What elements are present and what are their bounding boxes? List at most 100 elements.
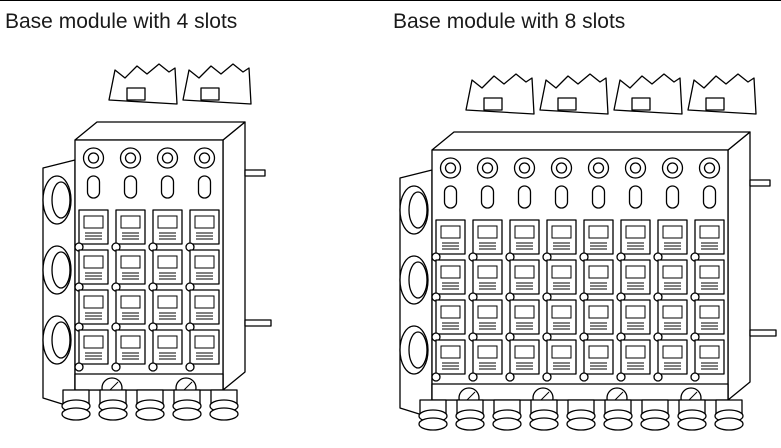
slot-window <box>514 225 535 239</box>
slot-window <box>440 225 461 239</box>
slot-window <box>194 295 215 309</box>
slot-screw <box>579 372 589 382</box>
slot-window <box>120 215 141 229</box>
slot-window <box>588 345 609 359</box>
slot-screw <box>653 372 663 382</box>
slot-window <box>699 225 720 239</box>
slot-screw <box>148 362 158 372</box>
port-inner <box>51 321 71 359</box>
port-inner <box>408 191 428 229</box>
port-inner <box>408 261 428 299</box>
top-divider-line <box>0 0 781 1</box>
valve-center <box>629 162 642 174</box>
slot-screw <box>690 372 700 382</box>
slot-window <box>194 215 215 229</box>
slot-window <box>83 255 104 269</box>
slot-window <box>699 305 720 319</box>
fitting-ring <box>603 417 633 431</box>
slot-window <box>588 265 609 279</box>
slot-window <box>551 305 572 319</box>
valve-center <box>444 162 457 174</box>
slot-window <box>157 255 178 269</box>
slot-window <box>477 265 498 279</box>
slot-window <box>699 265 720 279</box>
slot-window <box>662 225 683 239</box>
slot-window <box>157 215 178 229</box>
valve-center <box>703 162 716 174</box>
valve-center <box>481 162 494 174</box>
cylinder <box>517 185 532 209</box>
top-clip <box>465 73 535 115</box>
slot-window <box>440 345 461 359</box>
valve-center <box>518 162 531 174</box>
fitting-ring <box>455 417 485 431</box>
slot-window <box>83 295 104 309</box>
top-face <box>431 131 751 151</box>
valve-center <box>555 162 568 174</box>
slot-screw <box>185 362 195 372</box>
valve-center <box>124 152 137 164</box>
cylinder <box>443 185 458 209</box>
fitting-ring <box>172 407 202 421</box>
slot-window <box>625 305 646 319</box>
slot-window <box>625 225 646 239</box>
slot-window <box>440 305 461 319</box>
fitting-ring <box>677 417 707 431</box>
cylinder <box>123 175 138 199</box>
side-panel <box>222 121 246 391</box>
slot-screw <box>505 372 515 382</box>
slot-screw <box>111 362 121 372</box>
slot-window <box>477 225 498 239</box>
fitting-ring <box>714 417 744 431</box>
clip-window <box>483 97 503 111</box>
port-inner <box>408 331 428 369</box>
slot-screw <box>468 372 478 382</box>
fitting-ring <box>529 417 559 431</box>
top-clip <box>182 63 252 105</box>
slot-window <box>440 265 461 279</box>
fitting-ring <box>492 417 522 431</box>
caption-8-slots: Base module with 8 slots <box>393 10 626 33</box>
fitting-ring <box>98 407 128 421</box>
fitting-ring <box>418 417 448 431</box>
top-clip <box>687 73 757 115</box>
slot-window <box>588 225 609 239</box>
port-inner <box>51 251 71 289</box>
clip-window <box>557 97 577 111</box>
slot-window <box>83 335 104 349</box>
fitting-ring <box>640 417 670 431</box>
slot-window <box>662 345 683 359</box>
fitting-ring <box>209 407 239 421</box>
top-clip <box>539 73 609 115</box>
slot-window <box>194 335 215 349</box>
slot-window <box>551 225 572 239</box>
cylinder <box>197 175 212 199</box>
base-module-4-slots-drawing <box>42 63 272 421</box>
clip-window <box>705 97 725 111</box>
cylinder <box>702 185 717 209</box>
valve-center <box>198 152 211 164</box>
slot-window <box>120 335 141 349</box>
top-face <box>74 121 246 141</box>
slot-window <box>514 265 535 279</box>
slot-window <box>120 295 141 309</box>
fitting-ring <box>135 407 165 421</box>
lever-tab <box>749 179 771 187</box>
valve-center <box>161 152 174 164</box>
slot-window <box>157 335 178 349</box>
base-module-8-slots-drawing <box>399 73 777 431</box>
fitting-ring <box>566 417 596 431</box>
slot-window <box>662 305 683 319</box>
cylinder <box>665 185 680 209</box>
valve-center <box>592 162 605 174</box>
lower-panel <box>74 373 224 391</box>
valve-center <box>87 152 100 164</box>
slot-window <box>625 265 646 279</box>
slot-window <box>194 255 215 269</box>
slot-window <box>477 345 498 359</box>
slot-window <box>514 305 535 319</box>
lever-tab <box>244 319 272 327</box>
cylinder <box>480 185 495 209</box>
slot-window <box>662 265 683 279</box>
slot-window <box>514 345 535 359</box>
